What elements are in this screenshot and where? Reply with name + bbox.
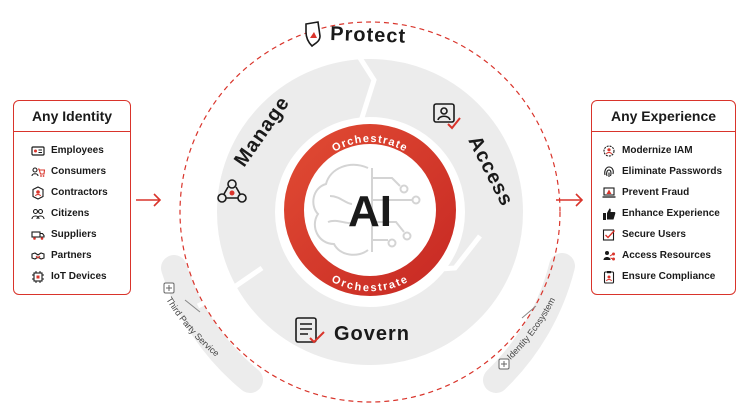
warning-laptop-icon [602,186,616,198]
list-item-label: Employees [51,145,104,156]
list-item-iot-devices: IoT Devices [14,266,130,287]
list-item-employees: Employees [14,140,130,161]
list-item-label: Prevent Fraud [622,187,690,198]
protect-shield-icon [305,21,321,48]
any-experience-title: Any Experience [592,101,735,132]
check-box-icon [602,228,616,241]
identity-ecosystem-connector [521,305,537,319]
chip-icon [32,270,44,283]
id-card-icon [31,145,45,156]
list-item-label: Secure Users [622,229,686,240]
third-party-plus-icon [163,282,175,294]
third-party-arc [161,255,263,393]
identity-list: Employees Consumers Contractors Citizens… [14,132,130,287]
list-item-citizens: Citizens [14,203,130,224]
brain-icon [312,163,421,256]
any-experience-panel: Any Experience Modernize IAM Eliminate P… [591,100,736,295]
person-network-icon [603,250,615,260]
list-item-label: Modernize IAM [622,145,693,156]
thumbs-up-icon [603,208,616,220]
list-item-eliminate-passwords: Eliminate Passwords [592,161,735,182]
any-identity-panel: Any Identity Employees Consumers Contrac… [13,100,131,295]
fingerprint-icon [604,165,614,177]
ai-core [306,146,434,274]
badge-icon [32,185,44,200]
identity-ecosystem-plus-icon [498,358,510,370]
manage-network-icon [217,179,247,203]
experience-list: Modernize IAM Eliminate Passwords Preven… [592,132,735,287]
clipboard-icon [603,270,615,284]
access-user-icon [433,103,461,130]
list-item-modernize-iam: Modernize IAM [592,140,735,161]
govern-document-icon [295,317,325,344]
list-item-label: Eliminate Passwords [622,166,723,177]
identity-ecosystem-arc [483,253,575,393]
list-item-label: Citizens [51,208,90,219]
handshake-icon [31,251,45,260]
govern-label: Govern [334,323,410,345]
protect-dashed-ring [179,21,561,403]
list-item-consumers: Consumers [14,161,130,182]
list-item-enhance-experience: Enhance Experience [592,203,735,224]
list-item-ensure-compliance: Ensure Compliance [592,266,735,287]
list-item-label: Enhance Experience [622,208,720,219]
list-item-label: Contractors [51,187,108,198]
cycle-dividers [196,56,482,309]
list-item-label: Ensure Compliance [622,271,716,282]
right-arrow [556,193,584,207]
third-party-connector [184,299,201,313]
truck-icon [31,230,45,240]
gear-person-icon [603,144,615,157]
people-icon [31,208,45,219]
protect-label: Protect [330,23,407,48]
left-arrow [136,193,162,207]
list-item-suppliers: Suppliers [14,224,130,245]
list-item-label: Access Resources [622,250,711,261]
shopping-cart-icon [31,166,45,177]
orchestrate-ring [284,124,456,296]
list-item-partners: Partners [14,245,130,266]
list-item-label: Suppliers [51,229,97,240]
any-identity-title: Any Identity [14,101,130,132]
list-item-prevent-fraud: Prevent Fraud [592,182,735,203]
list-item-label: Partners [51,250,92,261]
list-item-secure-users: Secure Users [592,224,735,245]
list-item-label: IoT Devices [51,271,107,282]
ai-label: AI [348,187,392,236]
list-item-access-resources: Access Resources [592,245,735,266]
list-item-contractors: Contractors [14,182,130,203]
list-item-label: Consumers [51,166,107,177]
